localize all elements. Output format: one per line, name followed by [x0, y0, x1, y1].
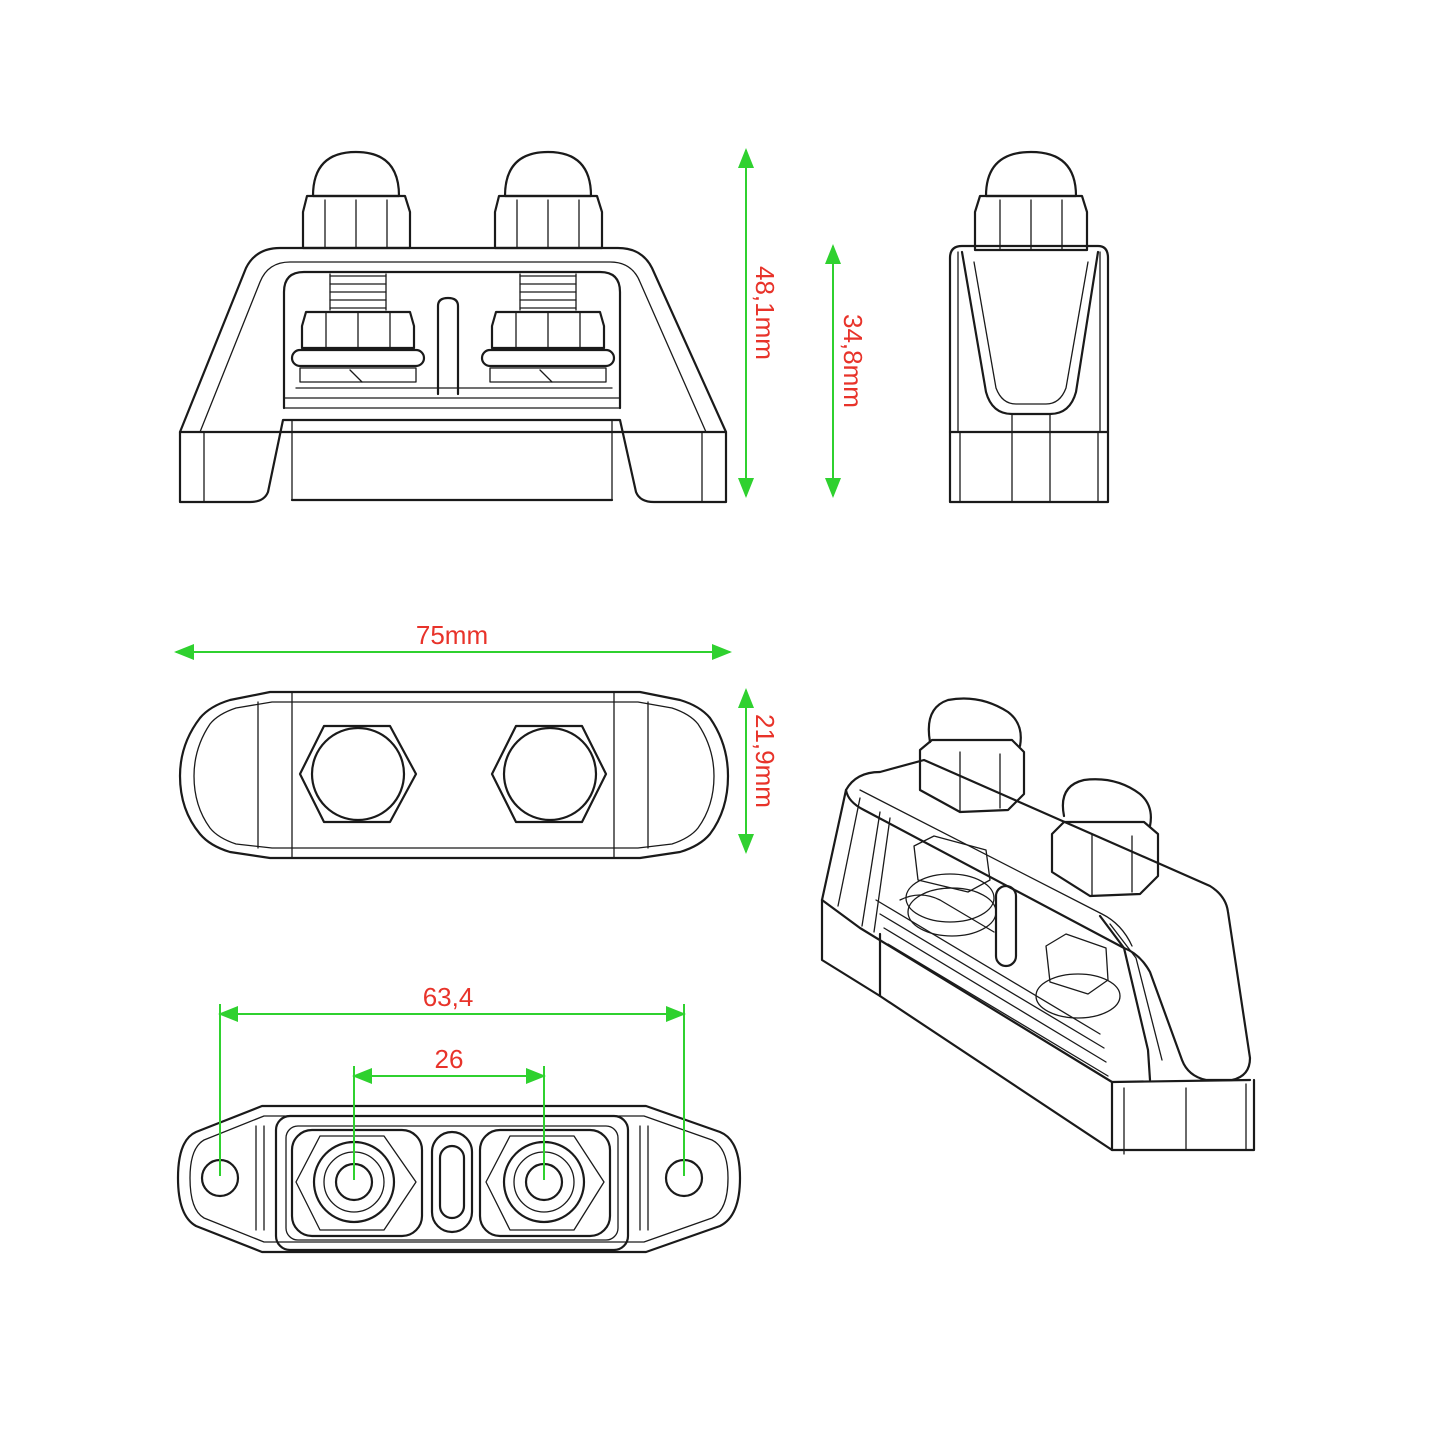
front-stud-left — [301, 150, 412, 250]
bottom-view — [176, 1104, 742, 1254]
dimension-width: 21,9mm — [738, 688, 780, 854]
iso-stud-right — [1035, 778, 1160, 1019]
top-nut-left — [298, 724, 418, 824]
dimension-height-total: 48,1mm — [738, 148, 780, 498]
dimension-length: 75mm — [174, 620, 732, 660]
front-nut-right — [480, 310, 616, 383]
iso-stud-left — [905, 697, 1026, 968]
dim-label-stud-spacing: 26 — [435, 1044, 464, 1074]
side-view — [948, 150, 1110, 504]
front-spring-left — [329, 273, 387, 311]
dim-label-height-total: 48,1mm — [750, 266, 780, 360]
dimension-height-body: 34,8mm — [825, 244, 868, 498]
front-view — [178, 150, 728, 504]
top-view — [178, 690, 730, 860]
dim-label-width: 21,9mm — [750, 714, 780, 808]
bottom-socket-left — [290, 1128, 424, 1238]
front-spring-right — [519, 273, 577, 311]
dim-label-hole-spacing: 63,4 — [423, 982, 474, 1012]
front-stud-right — [493, 150, 604, 250]
isometric-view — [820, 697, 1256, 1155]
dim-label-length: 75mm — [416, 620, 488, 650]
top-nut-right — [490, 724, 608, 824]
dimension-hole-spacing: 63,4 — [218, 982, 686, 1176]
front-nut-left — [290, 310, 426, 383]
dim-label-height-body: 34,8mm — [838, 314, 868, 408]
dimension-stud-spacing: 26 — [352, 1044, 546, 1180]
bottom-slot — [430, 1130, 474, 1234]
